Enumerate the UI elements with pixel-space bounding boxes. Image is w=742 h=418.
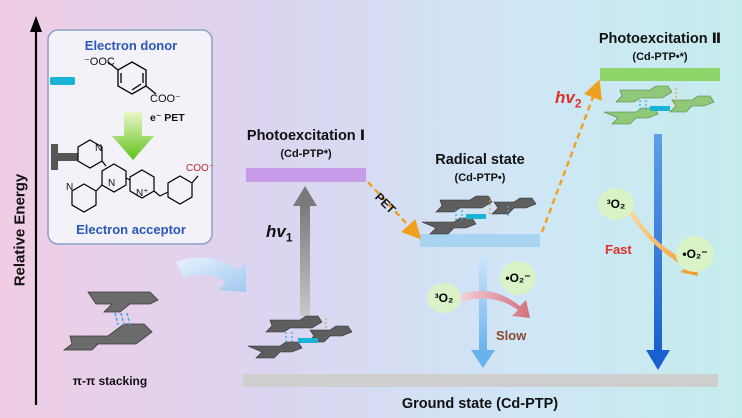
- hv2-subscript: 2: [574, 96, 582, 111]
- acceptor-symbol: [51, 144, 58, 170]
- ground-title: Ground state (Cd-PTP): [401, 396, 559, 412]
- pet-arrow: [367, 181, 422, 240]
- hv1-arrow-head: [293, 186, 317, 206]
- excited2-species: (Cd-PTP•*): [632, 51, 688, 63]
- fast-triplet-oxygen: ³O₂: [598, 188, 634, 220]
- molecule-excited2-dashes: [639, 100, 647, 112]
- terpyridine-structure: [71, 139, 199, 213]
- terephthalate-structure: [107, 61, 157, 95]
- acceptor-label: Electron acceptor: [76, 222, 186, 237]
- excited2-title: Photoexcitation Ⅱ: [598, 31, 722, 47]
- slow-triplet-oxygen: ³O₂: [427, 283, 461, 313]
- energy-axis-arrowhead: [30, 16, 42, 32]
- fast-arrow-head: [646, 350, 670, 370]
- excited1-title: Photoexcitation Ⅰ: [246, 128, 366, 144]
- level-radical-bar: [420, 234, 540, 247]
- nitrogen-top: N: [95, 143, 103, 154]
- molecule-radical-sketch: [421, 195, 537, 235]
- stacking-motif: [62, 291, 159, 351]
- donor-symbol: [50, 77, 75, 85]
- transfer-label: e⁻ PET: [150, 112, 185, 124]
- carboxylate-acceptor: COO⁻: [186, 163, 215, 174]
- hv1-label: hv1: [266, 222, 292, 244]
- hv1-symbol: hv: [266, 222, 286, 241]
- molecule-excited-sketch: [247, 315, 353, 359]
- molecule-excited2-sketch: [603, 85, 715, 125]
- hv1-arrow-shaft: [300, 204, 310, 316]
- slow-label: Slow: [496, 328, 527, 343]
- radical-species: (Cd-PTP•): [454, 172, 506, 184]
- nitrogen-left: N: [66, 182, 74, 193]
- hv1-subscript: 1: [285, 230, 293, 245]
- energy-axis-label: Relative Energy: [11, 173, 29, 287]
- hv2-arrow: [540, 79, 602, 233]
- green-transfer-arrow: [112, 112, 154, 160]
- nitrogen-pyridinium: N⁺: [136, 188, 149, 199]
- molecule-radical-dashes: [455, 206, 509, 222]
- hv2-symbol: hv: [555, 88, 575, 107]
- nitrogen-middle: N: [108, 178, 116, 189]
- excited1-species: (Cd-PTP*): [280, 148, 332, 160]
- level-ground-bar: [243, 374, 718, 387]
- hv2-label: hv2: [555, 88, 581, 110]
- stacking-dashes: [114, 312, 131, 326]
- level-excited2-bar: [600, 68, 720, 81]
- stacking-label: π-π stacking: [72, 374, 148, 388]
- slow-arrow-shaft: [479, 252, 487, 352]
- slow-swoosh-arrow: [458, 290, 530, 318]
- slow-superoxide: •O₂⁻: [500, 261, 536, 295]
- fast-label: Fast: [605, 242, 632, 257]
- carboxylate-right: COO⁻: [150, 93, 181, 105]
- fast-superoxide: •O₂⁻: [676, 236, 714, 272]
- carboxylate-left: ⁻OOC: [84, 56, 115, 68]
- level-excited1-bar: [246, 168, 366, 182]
- light-input-arrow: [176, 257, 246, 292]
- acceptor-symbol-bar: [58, 153, 78, 161]
- radical-title: Radical state: [435, 152, 525, 168]
- donor-label: Electron donor: [84, 38, 178, 53]
- slow-arrow-head: [471, 350, 495, 368]
- molecule-excited-dashes: [285, 332, 293, 344]
